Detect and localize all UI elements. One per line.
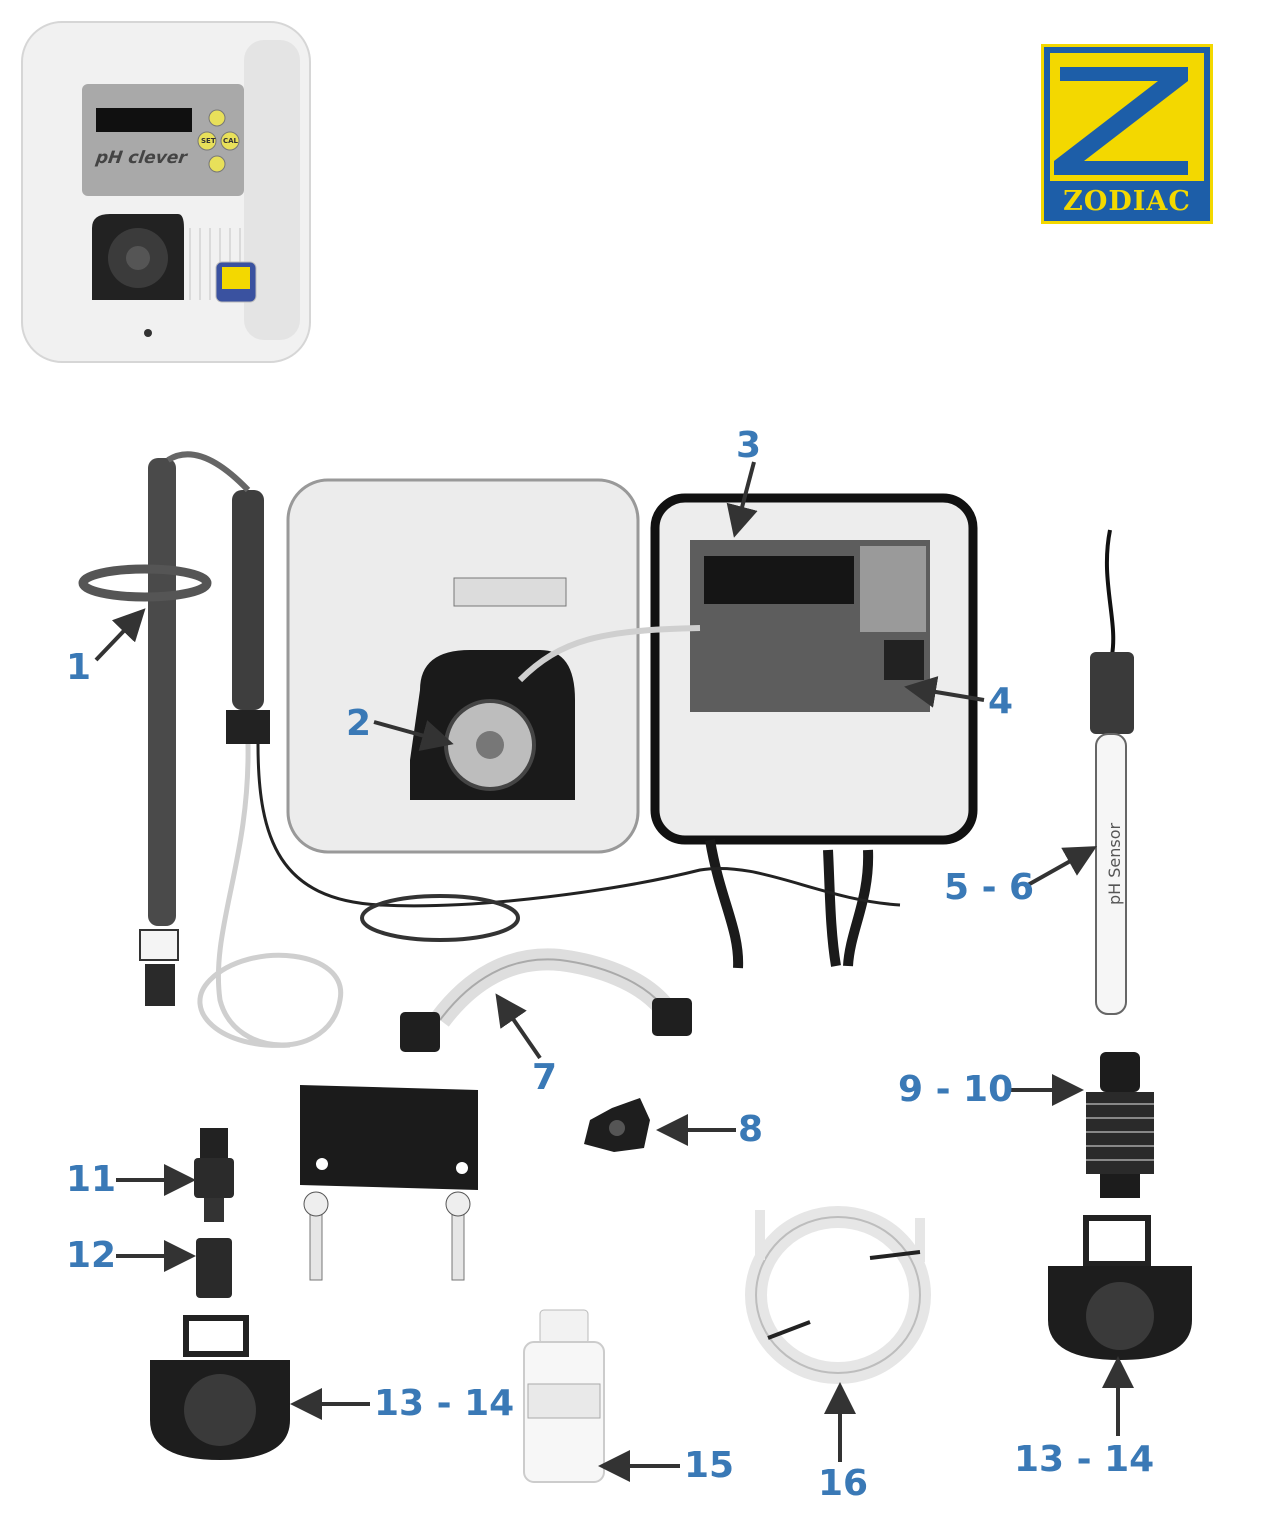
callout-8: 8	[738, 1109, 764, 1150]
callout-16: 16	[818, 1463, 869, 1504]
arrow-5-6	[1025, 846, 1097, 888]
cal-button-label: CAL	[223, 137, 239, 145]
arrow-2	[373, 720, 454, 751]
callout-arrows	[94, 461, 1134, 1482]
calibration-bottle-part	[523, 1309, 605, 1483]
arrow-4	[904, 676, 985, 708]
zodiac-logo-text: ZODIAC	[1063, 186, 1191, 217]
callout-1: 1	[66, 647, 92, 688]
valve-part	[1086, 1052, 1154, 1198]
callout-13-14-left: 13 - 14	[374, 1383, 515, 1424]
callout-2: 2	[346, 703, 372, 744]
callout-4: 4	[988, 681, 1014, 722]
ph-sensor-part: pH Sensor	[1090, 529, 1134, 1015]
wall-bracket-part	[300, 1085, 478, 1281]
set-button-label: SET	[201, 137, 216, 145]
arrow-7	[495, 993, 542, 1060]
fitting-12-part	[196, 1238, 232, 1298]
open-housing-part	[286, 478, 978, 969]
callout-12: 12	[66, 1235, 117, 1276]
clip-part	[584, 1098, 650, 1152]
callout-15: 15	[684, 1445, 735, 1486]
zodiac-logo: ZODIAC	[1041, 44, 1213, 224]
fitting-11-part	[194, 1128, 234, 1222]
callout-3: 3	[736, 425, 762, 466]
callout-7: 7	[532, 1057, 558, 1098]
arrow-1	[94, 608, 146, 662]
tubing-coil-part	[745, 1206, 931, 1384]
flex-tube-part	[400, 948, 692, 1052]
callout-5-6: 5 - 6	[944, 867, 1035, 908]
arrow-3	[726, 461, 758, 538]
injection-rod-part	[78, 451, 381, 1048]
saddle-clamp-left-part	[150, 1315, 290, 1460]
callout-13-14-right: 13 - 14	[1014, 1439, 1155, 1480]
saddle-clamp-right-part	[1048, 1215, 1192, 1360]
ph-sensor-text: pH Sensor	[1105, 822, 1124, 905]
callout-11: 11	[66, 1159, 117, 1200]
callout-9-10: 9 - 10	[898, 1069, 1014, 1110]
